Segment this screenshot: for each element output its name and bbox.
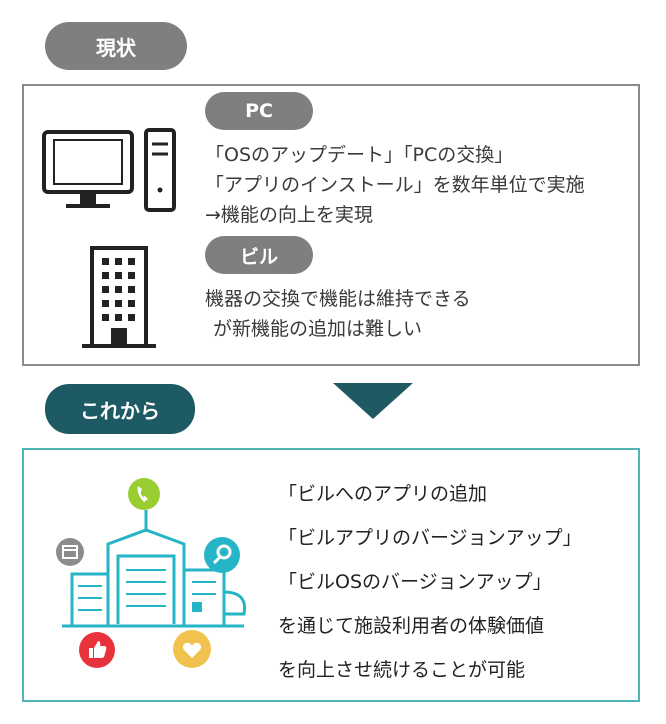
future-text-line-1: 「ビルへのアプリの追加 (278, 483, 488, 505)
pc-text-line-2: 「アプリのインストール」を数年単位で実施 (205, 174, 585, 196)
pc-label: PC (205, 92, 313, 130)
smart-building-illustration (62, 510, 247, 628)
future-text-line-4: を通じて施設利用者の体験価値 (278, 615, 545, 637)
future-label: これから (45, 384, 195, 434)
building-icon (82, 246, 156, 348)
pc-text-line-1: 「OSのアップデート」「PCの交換」 (205, 144, 514, 166)
search-icon (204, 537, 240, 573)
future-text-line-2: 「ビルアプリのバージョンアップ」 (278, 527, 582, 549)
pc-text-line-3: →機能の向上を実現 (205, 204, 373, 226)
future-box (22, 448, 640, 702)
building-text-line-2: が新機能の追加は難しい (213, 318, 423, 340)
future-text-line-5: を向上させ続けることが可能 (278, 659, 526, 681)
future-text-line-3: 「ビルOSのバージョンアップ」 (278, 571, 552, 593)
pc-icon (42, 128, 176, 212)
building-text-line-1: 機器の交換で機能は維持できる (205, 288, 471, 310)
down-arrow-icon (333, 383, 413, 419)
current-label: 現状 (45, 22, 187, 70)
thumbs-up-icon (79, 632, 115, 668)
heart-icon (173, 630, 211, 668)
calendar-icon (56, 538, 84, 566)
phone-icon (128, 478, 160, 510)
building-label: ビル (205, 236, 313, 274)
